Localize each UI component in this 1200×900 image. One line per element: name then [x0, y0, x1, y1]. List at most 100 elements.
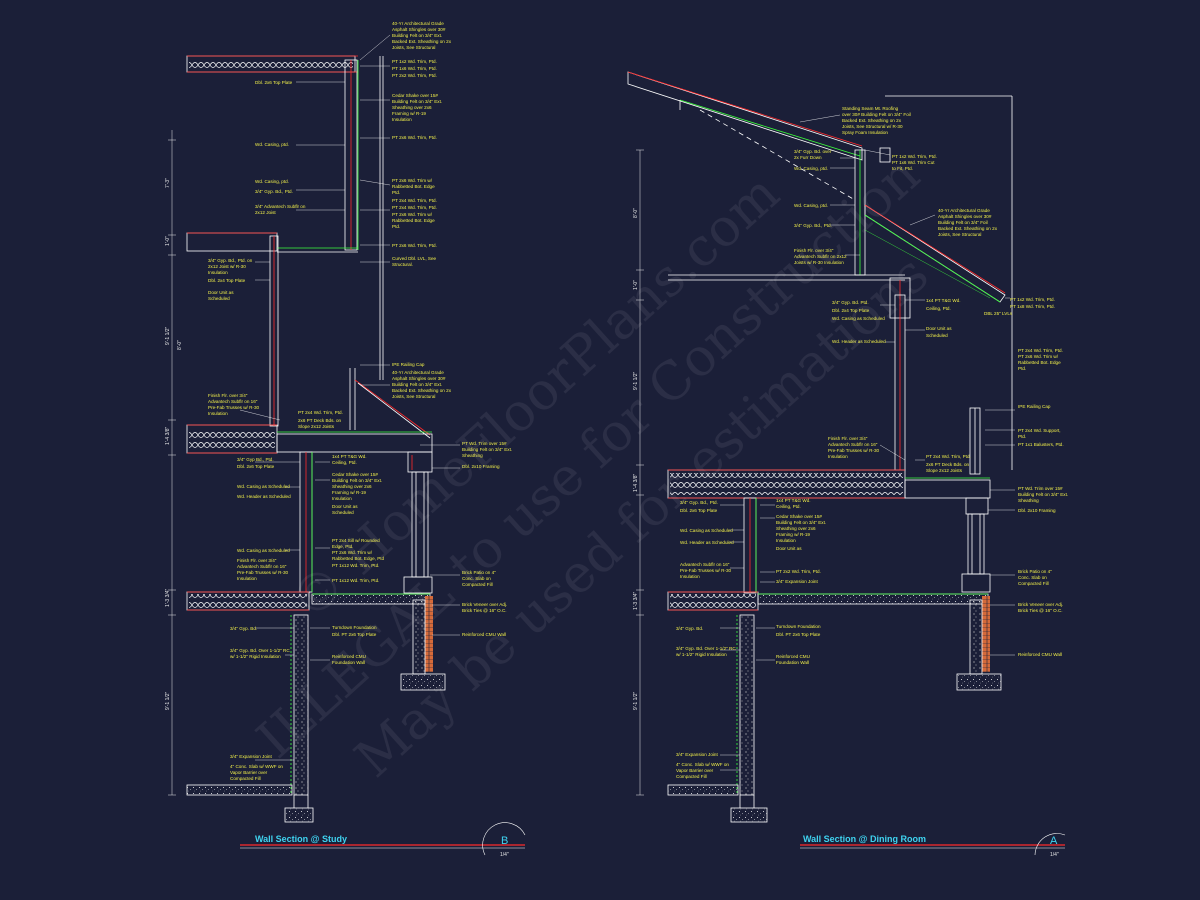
note: PT 2x6 Wd. Trim w/	[392, 212, 433, 217]
note: Joists, See Structural	[938, 232, 981, 237]
note: Dbl. 2x6 Top Plate	[680, 508, 718, 513]
note: 3/4" Expansion Joint	[776, 579, 818, 584]
note: Building Felt on 3/4" Ext.	[392, 33, 442, 38]
note: Sheathing over 2x6	[332, 484, 372, 489]
note: Insulation	[237, 576, 257, 581]
note: Curved Dbl. LVL, See	[392, 256, 437, 261]
note: PT 1x12 Wd. Trim, Ptd.	[332, 578, 379, 583]
note: 3/4" Gyp. Bd., Ptd.	[680, 500, 718, 505]
note: Ptd.	[1018, 434, 1026, 439]
left-dimensions: 7'-3" 1'-0" 9'-1 1/2" 8'-0" 1'-4 3/8" 1'…	[165, 178, 183, 710]
note: 2x6 PT Deck Bds. on	[298, 418, 342, 423]
note: Reinforced CMU	[332, 654, 366, 659]
note: Finish Flr. over 3/4"	[828, 436, 868, 441]
note: Compacted Fill	[676, 774, 707, 779]
note: Framing w/ R-19	[392, 111, 426, 116]
note: w/ 1-1/2" Rigid Insulation	[676, 652, 727, 657]
note: Brick Ties @ 16" O.C.	[1018, 608, 1063, 613]
note: PT 1x8 Wd. Trim, Ptd.	[1010, 304, 1055, 309]
note: Dbl. 2x10 Framing	[462, 464, 500, 469]
note: Brick Patio on 4"	[1018, 569, 1052, 574]
note: Rabbetted Bot. Edge	[392, 218, 435, 223]
note: Slope 2x12 Joists	[298, 424, 335, 429]
note: Ceiling, Ptd.	[926, 306, 951, 311]
dim-text: 9'-1 1/2"	[165, 691, 171, 710]
note: 40-Yr Architectural Grade	[392, 21, 444, 26]
note: Rabbetted Bot. Edge, Ptd	[332, 556, 385, 561]
dim-text: 1'-0"	[633, 280, 639, 290]
note: 3/4" Gyp. Bd.	[676, 626, 703, 631]
note: PT 1x2 Wd. Trim, Ptd.	[892, 154, 937, 159]
note: Turndown Foundation	[776, 624, 821, 629]
note: Brick Veneer over Adj.	[462, 602, 507, 607]
note: Pre-Fab Trusses w/ R-30	[828, 448, 880, 453]
note: Scheduled	[208, 296, 230, 301]
note: Building Felt on 3/4" Ext.	[332, 478, 382, 483]
note: Cedar Shake over 15#	[392, 93, 438, 98]
note: PT 1x12 Wd. Trim, Ptd.	[332, 563, 379, 568]
note: 3/4" Gyp. Bd. Over 1-1/2" RC	[676, 646, 736, 651]
note: over 30# Building Felt on 3/4" Foil	[842, 112, 911, 117]
note: PT 2x2 Wd. Trim, Ptd.	[392, 73, 437, 78]
note: Advantech Subflr on 16"	[237, 564, 287, 569]
note: Framing w/ R-19	[332, 490, 366, 495]
note: Joists, See Structural	[392, 394, 435, 399]
note: Building Felt on 3/4" Ext.	[776, 520, 826, 525]
note: Finish Flr. over 3/4"	[794, 248, 834, 253]
note: Dbl. 2x6 Top Plate	[255, 80, 293, 85]
note: Asphalt Shingles over 30#	[392, 376, 446, 381]
note: Dbl. 2x10 Framing	[1018, 508, 1056, 513]
note: Ptd.	[1018, 366, 1026, 371]
note: Backed Ext. Sheathing on 2x	[842, 118, 902, 123]
note: Backed Ext. Sheathing on 2x	[392, 388, 452, 393]
note: Wd. Casing, ptd.	[794, 166, 828, 171]
note: Dbl. PT 2x6 Top Plate	[776, 632, 821, 637]
note: Brick Patio on 4"	[462, 570, 496, 575]
note: Scheduled	[332, 510, 354, 515]
note: 3/4" Gyp Bd., Ptd.	[237, 457, 274, 462]
note: Turndown Foundation	[332, 625, 377, 630]
note: Insulation	[208, 270, 228, 275]
note: Compacted Fill	[462, 582, 493, 587]
dim-text: 8'-0"	[177, 340, 183, 350]
note: PT 2x6 Wd. Trim w/	[1018, 354, 1059, 359]
section-scale: 1/4"	[1050, 852, 1059, 858]
left-notes-right: 40-Yr Architectural Grade Asphalt Shingl…	[332, 21, 512, 665]
note: PT 2x6 Wd. Trim w/	[392, 178, 433, 183]
note: 2x6 PT Deck Bds. on	[926, 462, 970, 467]
note: Foundation Wall	[332, 660, 365, 665]
note: Wd. Casing, ptd.	[255, 142, 289, 147]
note: PT 1x1 Balusters, Ptd.	[1018, 442, 1064, 447]
note: Wd. Casing, ptd.	[255, 179, 289, 184]
note: Joists, See Structural w/ R-30	[842, 124, 903, 129]
note: Compacted Fill	[230, 776, 261, 781]
note: 3/4" Expansion Joint	[230, 754, 272, 759]
note: PT 2x4 Wd. Trim, Ptd.	[926, 454, 971, 459]
note: Sheathing over 2x6	[776, 526, 816, 531]
note: PT 2x6 Wd. Trim, Ptd.	[392, 135, 437, 140]
note: 3/4" Gyp. Bd. Ptd.	[832, 300, 869, 305]
note: PT 2x6 Wd. Trim w/	[332, 550, 373, 555]
note: 3/4" Gyp. Bd., Ptd. on	[208, 258, 253, 263]
note: 1x4 PT T&G Wd.	[926, 298, 961, 303]
note: Cedar Shake over 15#	[332, 472, 378, 477]
note: Conc. Slab on	[1018, 575, 1047, 580]
note: PT Wd. Trim over 15#	[1018, 486, 1063, 491]
note: Wd. Header as Scheduled	[832, 339, 886, 344]
note: Insulation	[776, 538, 796, 543]
note: Reinforced CMU Wall	[462, 632, 506, 637]
note: Pre-Fab Trusses w/ R-30	[208, 405, 260, 410]
section-scale: 1/4"	[500, 852, 509, 858]
note: 40-Yr Architectural Grade	[938, 208, 990, 213]
note: 40-Yr Architectural Grade	[392, 370, 444, 375]
note: Asphalt Shingles over 30#	[938, 214, 992, 219]
note: Building Felt on 3/4" Foil	[938, 220, 988, 225]
note: 3/4" Expansion Joint	[676, 752, 718, 757]
note: 1x4 PT T&G Wd.	[332, 454, 367, 459]
note: Advantech Subflr on 16"	[208, 399, 258, 404]
note: Reinforced CMU Wall	[1018, 652, 1062, 657]
dim-text: 1'-0"	[165, 236, 171, 246]
note: PT 2x4 Wd. Trim, Ptd.	[392, 205, 437, 210]
section-title: Wall Section @ Study	[255, 834, 347, 844]
note: Backed Ext. Sheathing on 2x	[392, 39, 452, 44]
